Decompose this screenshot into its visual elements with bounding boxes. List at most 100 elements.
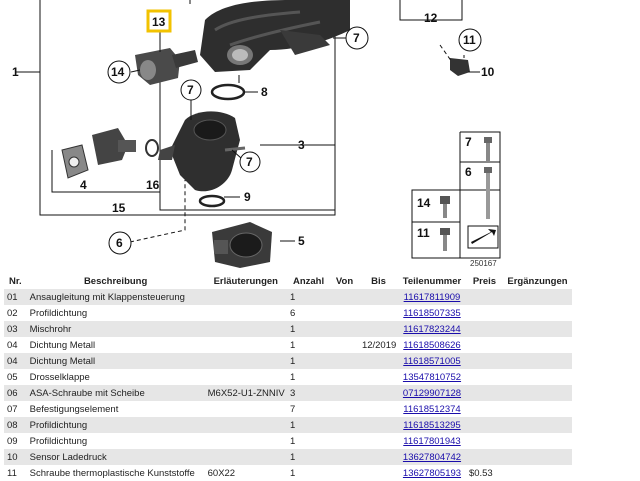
cell-erlaeuterungen xyxy=(205,369,287,385)
cell-nr: 08 xyxy=(7,419,18,431)
col-header-preis: Preis xyxy=(472,275,497,287)
part-4-gasket xyxy=(61,144,89,179)
svg-text:11: 11 xyxy=(463,33,476,47)
table-row: 01 Ansaugleitung mit Klappensteuerung 1 … xyxy=(4,289,572,305)
part-number-link[interactable]: 11618512374 xyxy=(403,403,461,415)
svg-text:15: 15 xyxy=(112,201,126,215)
diagram-ref-number: 250167 xyxy=(470,259,497,268)
cell-erlaeuterungen xyxy=(205,337,287,353)
table-row: 10 Sensor Ladedruck 1 13627804742 xyxy=(4,449,572,465)
cell-anzahl: 7 xyxy=(289,403,296,415)
cell-beschreibung: Profildichtung xyxy=(29,419,88,431)
part-number-link[interactable]: 13627804742 xyxy=(402,451,462,463)
callout-3[interactable]: 3 xyxy=(298,138,305,152)
cell-ergaenzungen xyxy=(503,465,572,481)
part-number-link[interactable]: 11617823244 xyxy=(403,323,461,335)
cell-nr: 04 xyxy=(7,339,18,351)
cell-von xyxy=(330,353,359,369)
part-number-link[interactable]: 11618507335 xyxy=(403,307,461,319)
table-row: 04 Dichtung Metall 1 12/2019 11618508626 xyxy=(4,337,572,353)
parts-table: Nr. Beschreibung Erläuterungen Anzahl Vo… xyxy=(4,273,572,481)
cell-nr: 06 xyxy=(7,387,18,399)
callout-12[interactable]: 12 xyxy=(424,11,438,25)
cell-nr: 10 xyxy=(7,451,18,463)
table-row: 07 Befestigungselement 7 11618512374 xyxy=(4,401,572,417)
bolt-label-7: 7 xyxy=(465,135,472,149)
cell-ergaenzungen xyxy=(503,369,572,385)
svg-text:9: 9 xyxy=(244,190,251,204)
part-number-link[interactable]: 11618513295 xyxy=(403,419,461,431)
part-number-link[interactable]: 11618571005 xyxy=(403,355,461,367)
part-number-link[interactable]: 07129907128 xyxy=(402,387,462,399)
table-row: 04 Dichtung Metall 1 11618571005 xyxy=(4,353,572,369)
bolt-label-6: 6 xyxy=(465,165,472,179)
cell-anzahl: 1 xyxy=(289,339,296,351)
svg-text:6: 6 xyxy=(116,236,123,250)
cell-von xyxy=(330,385,359,401)
callout-15[interactable]: 15 xyxy=(112,201,126,215)
cell-bis xyxy=(359,305,398,321)
cell-bis xyxy=(359,433,398,449)
svg-text:3: 3 xyxy=(298,138,305,152)
callout-8[interactable]: 8 xyxy=(261,85,268,99)
cell-preis xyxy=(466,449,503,465)
cell-anzahl: 1 xyxy=(289,467,296,479)
part-number-link[interactable]: 13627805193 xyxy=(402,467,462,479)
cell-ergaenzungen xyxy=(503,401,572,417)
cell-bis xyxy=(359,353,398,369)
callout-7a[interactable]: 7 xyxy=(345,26,369,50)
cell-beschreibung: Mischrohr xyxy=(29,323,72,335)
cell-nr: 11 xyxy=(7,467,17,479)
cell-erlaeuterungen xyxy=(205,449,287,465)
col-header-anzahl: Anzahl xyxy=(292,275,325,287)
cell-preis xyxy=(466,305,503,321)
cell-von xyxy=(330,289,359,305)
callout-4[interactable]: 4 xyxy=(80,178,87,192)
cell-ergaenzungen xyxy=(503,353,572,369)
part-number-link[interactable]: 13547810752 xyxy=(402,371,462,383)
cell-nr: 02 xyxy=(7,307,18,319)
callout-7b[interactable]: 7 xyxy=(180,79,202,101)
callout-13[interactable]: 13 xyxy=(146,9,172,33)
cell-nr: 03 xyxy=(7,323,18,335)
part-number-link[interactable]: 11617811909 xyxy=(403,291,461,303)
part-number-link[interactable]: 11617801943 xyxy=(403,435,461,447)
cell-nr: 01 xyxy=(7,291,18,303)
cell-ergaenzungen xyxy=(503,417,572,433)
callout-10[interactable]: 10 xyxy=(481,65,495,79)
callout-6[interactable]: 6 xyxy=(108,231,132,255)
part-number-link[interactable]: 11618508626 xyxy=(403,339,461,351)
callout-16[interactable]: 16 xyxy=(146,178,160,192)
cell-bis xyxy=(359,385,398,401)
cell-anzahl: 1 xyxy=(289,435,296,447)
bracket-12 xyxy=(440,0,463,21)
table-row: 09 Profildichtung 1 11617801943 xyxy=(4,433,572,449)
cell-ergaenzungen xyxy=(503,305,572,321)
cell-anzahl: 1 xyxy=(289,291,296,303)
cell-nr: 04 xyxy=(7,355,18,367)
cell-beschreibung: Befestigungselement xyxy=(29,403,119,415)
cell-beschreibung: Drosselklappe xyxy=(29,371,90,383)
cell-von xyxy=(330,305,359,321)
cell-preis xyxy=(466,417,503,433)
svg-text:12: 12 xyxy=(424,11,438,25)
callout-5[interactable]: 5 xyxy=(298,234,305,248)
svg-text:13: 13 xyxy=(152,15,166,29)
callout-1[interactable]: 1 xyxy=(12,65,19,79)
col-header-erlaeuterungen: Erläuterungen xyxy=(213,275,278,287)
callout-9[interactable]: 9 xyxy=(244,190,251,204)
svg-text:7: 7 xyxy=(187,83,194,97)
cell-beschreibung: Sensor Ladedruck xyxy=(29,451,107,463)
callout-14[interactable]: 14 xyxy=(107,60,131,84)
svg-text:7: 7 xyxy=(246,155,253,169)
col-header-von: Von xyxy=(335,275,354,287)
cell-von xyxy=(330,401,359,417)
cell-beschreibung: Ansaugleitung mit Klappensteuerung xyxy=(29,291,185,303)
cell-beschreibung: Dichtung Metall xyxy=(29,355,96,367)
cell-bis xyxy=(359,449,398,465)
cell-beschreibung: Profildichtung xyxy=(29,307,88,319)
assembly-frame-1 xyxy=(39,0,336,216)
callout-7c[interactable]: 7 xyxy=(239,151,261,173)
callout-11[interactable]: 11 xyxy=(458,28,482,52)
cell-ergaenzungen xyxy=(503,337,572,353)
